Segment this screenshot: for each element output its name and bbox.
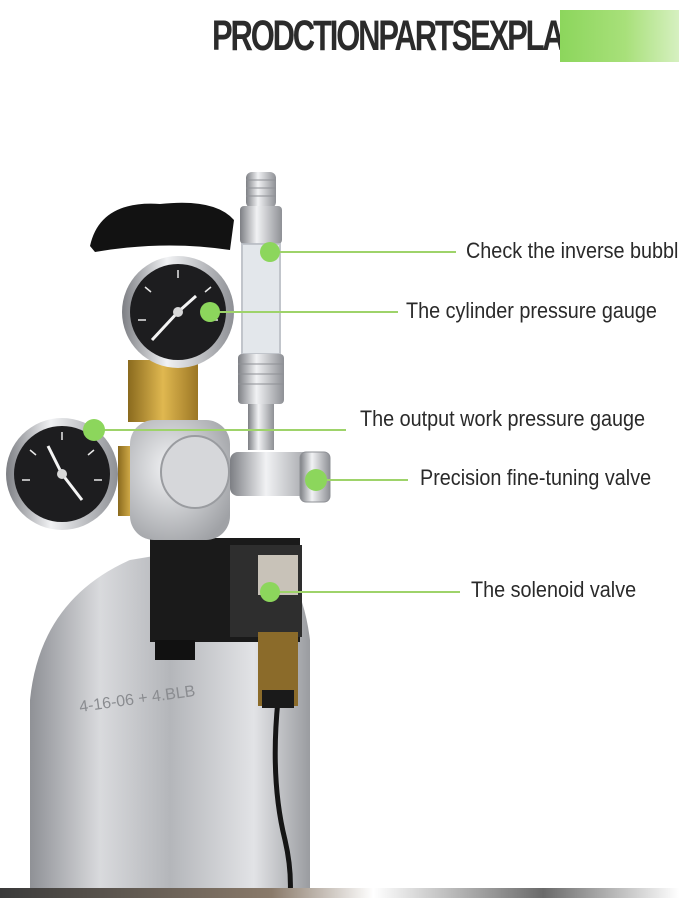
callout-dots (83, 242, 327, 602)
callout-label-cylinder-gauge: The cylinder pressure gauge (406, 298, 657, 323)
power-cable (272, 699, 293, 898)
callout-lines (94, 251, 460, 593)
header-accent-bar (560, 10, 679, 62)
output-pressure-gauge (6, 418, 118, 530)
callout-label-bubble-counter: Check the inverse bubble (466, 238, 679, 263)
regulator-body (118, 360, 230, 540)
bubble-counter (238, 172, 284, 450)
callout-label-solenoid-valve: The solenoid valve (471, 577, 637, 602)
callout-label-output-gauge: The output work pressure gauge (360, 406, 646, 431)
solenoid-valve (150, 538, 302, 708)
bottom-photo-strip (0, 888, 679, 898)
adjusting-knob (90, 202, 234, 252)
callout-label-fine-tuning-valve: Precision fine-tuning valve (420, 465, 652, 490)
cylinder-pressure-gauge (122, 256, 234, 368)
fine-tuning-valve (230, 451, 331, 503)
